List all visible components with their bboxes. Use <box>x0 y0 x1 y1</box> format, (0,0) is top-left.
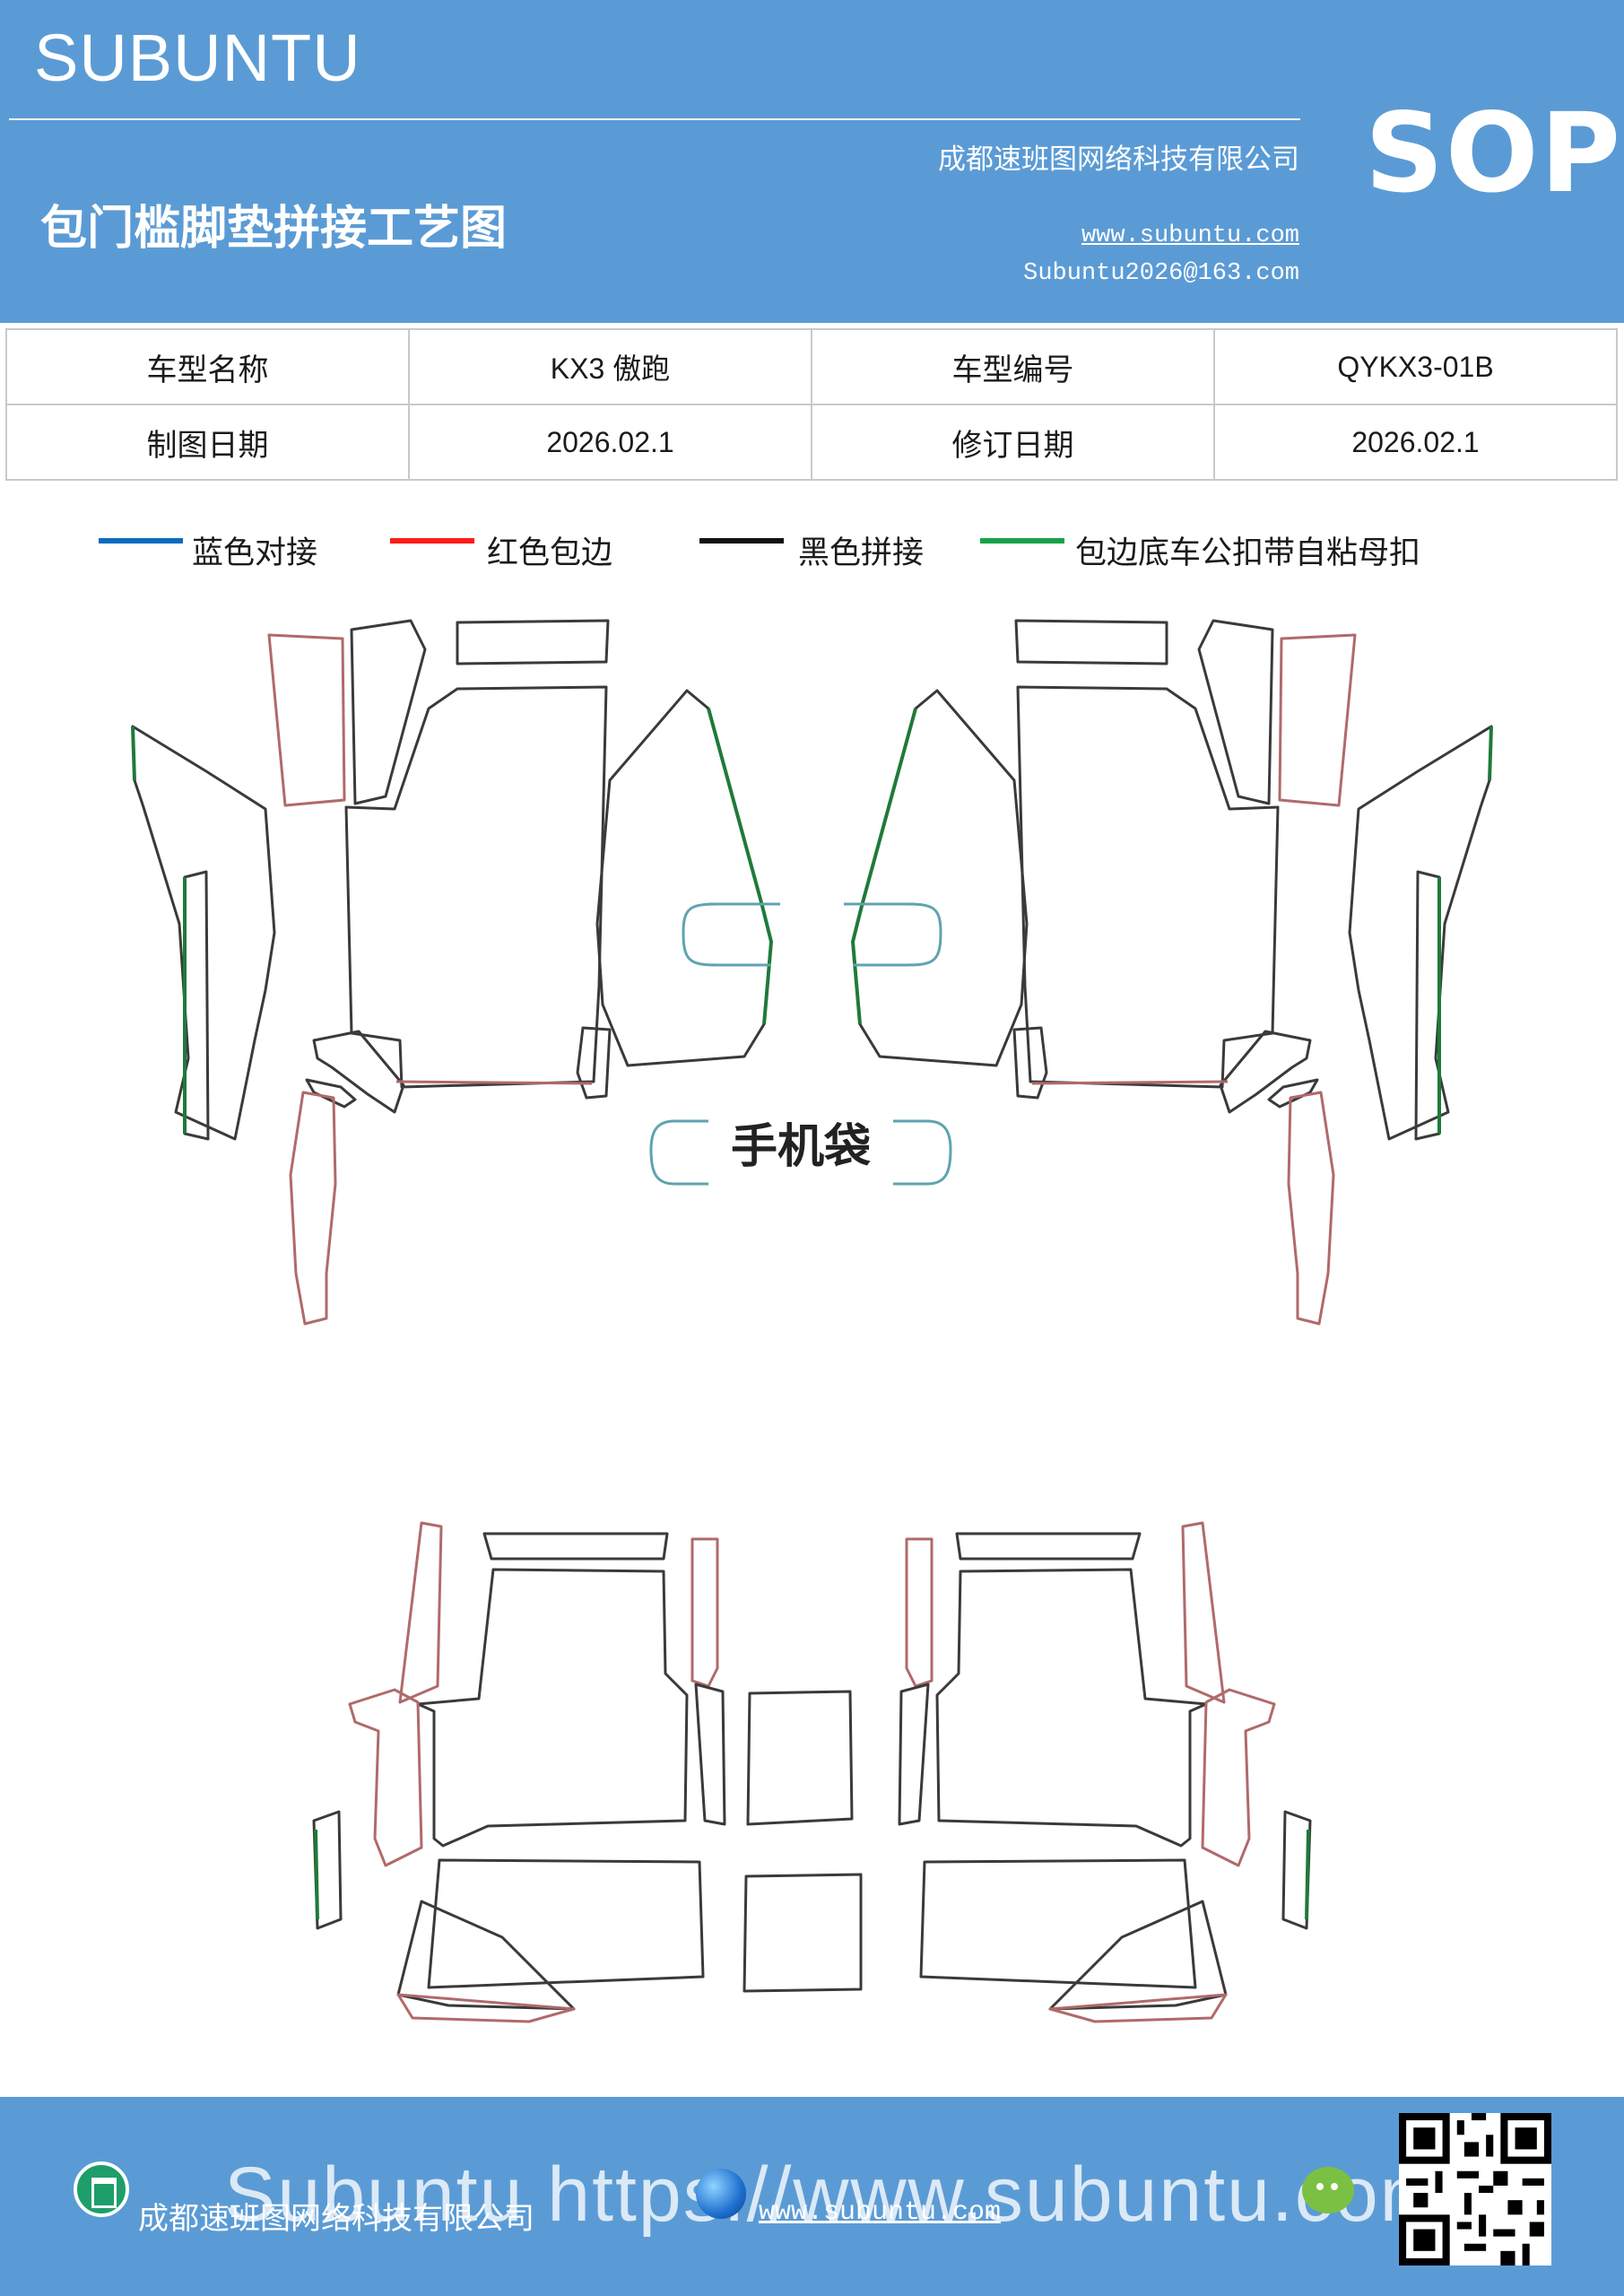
footer-company: 成都速班图网络科技有限公司 <box>138 2201 534 2237</box>
mat-piece <box>267 633 346 807</box>
model-name-value: KX3 傲跑 <box>408 328 812 405</box>
mat-piece <box>743 1873 863 1993</box>
mat-piece <box>595 689 773 1067</box>
mat-piece <box>344 685 608 1089</box>
mat-piece <box>690 1537 719 1688</box>
legend-label: 蓝色对接 <box>192 535 318 571</box>
mat-piece <box>1287 1091 1335 1326</box>
phone-bag-label: 手机袋 <box>731 1120 871 1174</box>
legend-label: 包边底车公扣带自粘母扣 <box>1075 535 1421 571</box>
mat-piece <box>1201 1688 1276 1867</box>
mat-piece <box>348 1688 423 1867</box>
globe-icon <box>696 2169 746 2219</box>
revision-date-label: 修订日期 <box>811 404 1215 481</box>
footer-website-link[interactable]: www.subuntu.com <box>759 2197 1002 2228</box>
mat-piece <box>898 1683 930 1826</box>
mat-piece <box>1016 685 1280 1089</box>
joint-piece <box>853 902 942 967</box>
mat-piece <box>1197 619 1274 805</box>
legend-swatch <box>390 538 474 544</box>
mat-piece <box>427 1858 705 1989</box>
velcro-edge <box>314 1829 319 1920</box>
sop-badge: SOP <box>1365 90 1622 217</box>
legend-label: 黑色拼接 <box>798 535 925 571</box>
mat-piece <box>396 1993 576 2023</box>
mat-piece <box>1348 725 1493 1141</box>
mat-piece <box>312 1030 405 1114</box>
mat-piece <box>289 1091 337 1326</box>
wechat-icon <box>1302 2167 1354 2213</box>
model-code-value: QYKX3-01B <box>1213 328 1618 405</box>
mat-piece <box>1048 1900 1228 2011</box>
header-email[interactable]: Subuntu2026@163.com <box>1023 260 1299 287</box>
legend-swatch <box>699 538 784 544</box>
header-banner: SUBUNTU 包门槛脚垫拼接工艺图 成都速班图网络科技有限公司 www.sub… <box>0 0 1624 323</box>
mat-piece <box>746 1690 854 1826</box>
qr-code[interactable] <box>1399 2113 1551 2266</box>
mat-piece <box>350 619 427 805</box>
mat-piece <box>694 1683 726 1826</box>
page-title: 包门槛脚垫拼接工艺图 <box>40 202 508 256</box>
brand-name: SUBUNTU <box>34 21 361 95</box>
mat-piece <box>1048 1993 1228 2023</box>
mat-piece <box>935 1568 1208 1848</box>
mat-piece <box>1181 1521 1226 1704</box>
building-icon <box>74 2161 129 2217</box>
mat-piece <box>183 870 210 1141</box>
mat-piece <box>398 1521 443 1704</box>
footer-banner: Subuntu https://www.subuntu.com 成都速班图网络科… <box>0 2097 1624 2296</box>
drawing-date-label: 制图日期 <box>5 404 410 481</box>
table-row: 制图日期 2026.02.1 修订日期 2026.02.1 <box>5 404 1618 481</box>
velcro-edge <box>1305 1829 1310 1920</box>
mat-piece <box>1031 1080 1229 1085</box>
mat-piece <box>919 1858 1197 1989</box>
mat-piece <box>1414 870 1441 1141</box>
mat-piece <box>1267 1078 1319 1109</box>
info-table: 车型名称 KX3 傲跑 车型编号 QYKX3-01B 制图日期 2026.02.… <box>5 328 1618 481</box>
velcro-edge <box>131 726 136 781</box>
header-company: 成都速班图网络科技有限公司 <box>938 144 1299 176</box>
mat-piece <box>1278 633 1357 807</box>
mat-piece <box>482 1532 669 1561</box>
drawing-date-value: 2026.02.1 <box>408 404 812 481</box>
velcro-edge <box>707 708 773 1025</box>
mat-piece <box>576 1026 612 1100</box>
legend-swatch <box>99 538 183 544</box>
floor-mat-pattern-diagram: 手机袋 <box>131 619 1493 2023</box>
legend-label: 红色包边 <box>487 535 613 571</box>
mat-piece <box>395 1080 593 1085</box>
mat-piece <box>905 1537 934 1688</box>
revision-date-value: 2026.02.1 <box>1213 404 1618 481</box>
mat-piece <box>1014 619 1168 665</box>
mat-piece <box>1219 1030 1312 1114</box>
mat-piece <box>416 1568 689 1848</box>
mat-piece <box>1012 1026 1048 1100</box>
mat-piece <box>851 689 1029 1067</box>
mat-piece <box>396 1900 576 2011</box>
header-divider <box>9 118 1300 120</box>
mat-piece <box>955 1532 1142 1561</box>
legend-swatch <box>980 538 1064 544</box>
mat-piece <box>131 725 276 1141</box>
mat-piece <box>305 1078 357 1109</box>
table-row: 车型名称 KX3 傲跑 车型编号 QYKX3-01B <box>5 328 1618 405</box>
phone-bag-pocket-left <box>649 1119 708 1186</box>
joint-piece <box>682 902 771 967</box>
footer-watermark: Subuntu https://www.subuntu.com <box>224 2152 1446 2238</box>
velcro-edge <box>1488 726 1493 781</box>
mat-piece <box>456 619 610 665</box>
model-name-label: 车型名称 <box>5 328 410 405</box>
velcro-edge <box>851 708 917 1025</box>
header-website-link[interactable]: www.subuntu.com <box>1081 222 1299 249</box>
phone-bag-pocket-right <box>893 1119 952 1186</box>
model-code-label: 车型编号 <box>811 328 1215 405</box>
